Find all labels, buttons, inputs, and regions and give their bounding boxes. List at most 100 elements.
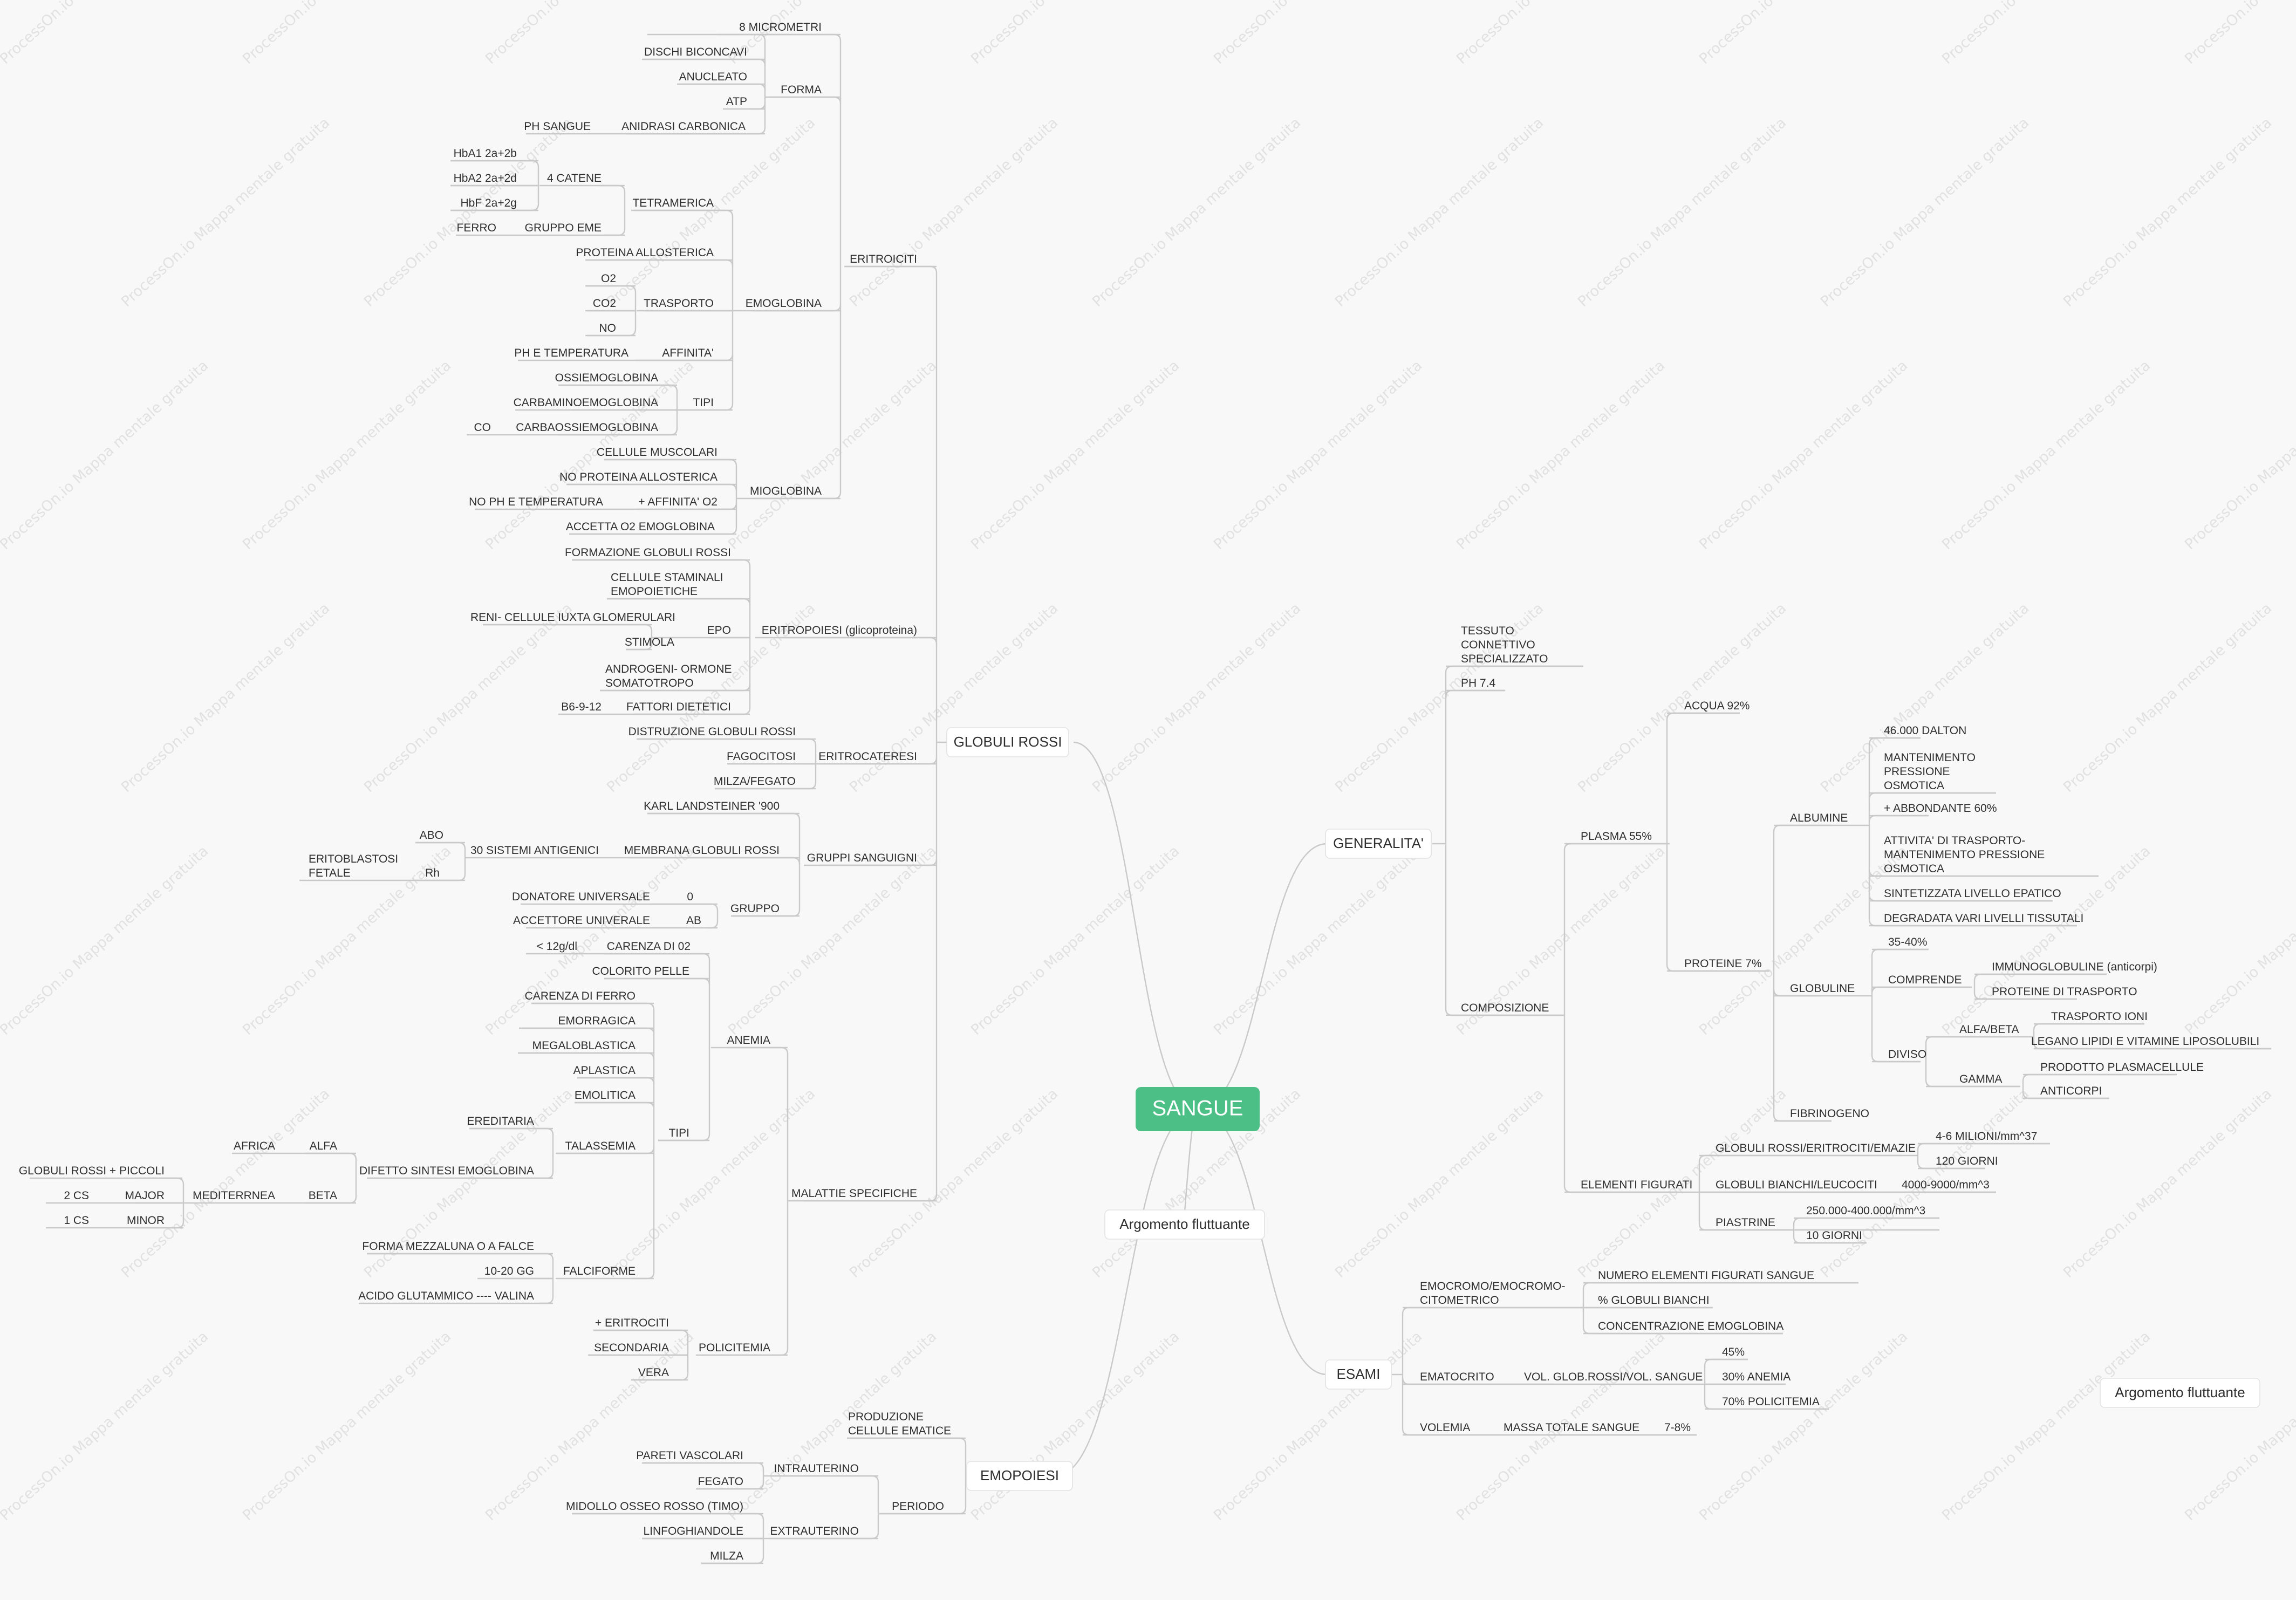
watermark-text: ProcessOn.io Mappa mentale gratuita bbox=[1939, 1328, 2154, 1524]
floating-topic-2-box[interactable] bbox=[2100, 1378, 2260, 1408]
watermark-text: ProcessOn.io Mappa mentale gratuita bbox=[2060, 114, 2275, 310]
node-eritropoiesi-glicoproteina: ERITROPOIESI (glicoproteina) bbox=[762, 624, 917, 637]
watermark-text: ProcessOn.io Mappa mentale gratuita bbox=[968, 1328, 1183, 1524]
connector bbox=[135, 1177, 184, 1185]
connector bbox=[599, 184, 626, 193]
connector bbox=[1868, 815, 1929, 823]
node-donatore-universale: DONATORE UNIVERSALE bbox=[512, 891, 650, 903]
connector bbox=[847, 1437, 967, 1445]
main-topic-generalita-box[interactable] bbox=[1325, 829, 1432, 859]
connector bbox=[1793, 1217, 1939, 1225]
connector bbox=[780, 637, 938, 645]
watermark-text: ProcessOn.io Mappa mentale gratuita bbox=[0, 843, 211, 1038]
node-70-policitemia: 70% POLICITEMIA bbox=[1722, 1396, 1820, 1408]
node-layer: SANGUE GLOBULI ROSSI GENERALITA' Argomento … bbox=[19, 21, 2260, 1562]
node-produzione: PRODUZIONE bbox=[848, 1411, 924, 1423]
watermark-text: ProcessOn.io Mappa mentale gratuita bbox=[725, 0, 940, 67]
node-emorragica: EMORRAGICA bbox=[558, 1015, 636, 1027]
watermark-text: ProcessOn.io Mappa mentale gratuita bbox=[1817, 114, 2032, 310]
node-forma: FORMA bbox=[781, 84, 822, 96]
connector bbox=[707, 921, 719, 929]
node-ab: AB bbox=[686, 914, 701, 927]
node-1-cs: 1 CS bbox=[64, 1214, 89, 1227]
node-4000-9000-mm-3: 4000-9000/mm^3 bbox=[1902, 1179, 1990, 1191]
node-falciforme: FALCIFORME bbox=[563, 1265, 636, 1277]
node-androgeni-ormone: ANDROGENI- ORMONE bbox=[605, 663, 732, 675]
floating-topic-2[interactable]: Argomento fluttuante bbox=[2115, 1384, 2245, 1400]
node-no-proteina-allosterica: NO PROTEINA ALLOSTERICA bbox=[559, 471, 718, 483]
main-topic-globuli-rossi[interactable]: GLOBULI ROSSI bbox=[954, 734, 1062, 750]
node-globuli-bianchi: % GLOBULI BIANCHI bbox=[1598, 1294, 1710, 1307]
node-colorito-pelle: COLORITO PELLE bbox=[592, 965, 689, 977]
node-ossiemoglobina: OSSIEMOGLOBINA bbox=[555, 372, 658, 384]
node-dischi-biconcavi: DISCHI BICONCAVI bbox=[644, 46, 747, 58]
node-epo: EPO bbox=[707, 624, 731, 637]
watermark-text: ProcessOn.io Mappa mentale gratuita bbox=[1089, 600, 1304, 796]
main-topic-generalita[interactable]: GENERALITA' bbox=[1333, 835, 1424, 851]
node-osmotica: OSMOTICA bbox=[1884, 863, 1944, 875]
node-45: 45% bbox=[1722, 1346, 1745, 1358]
connector bbox=[604, 953, 710, 961]
root-node-title[interactable]: SANGUE bbox=[1152, 1097, 1243, 1120]
node-accetta-o2-emoglobina: ACCETTA O2 EMOGLOBINA bbox=[566, 521, 715, 533]
node-cellule-staminali: CELLULE STAMINALI bbox=[611, 571, 723, 584]
watermark-text: ProcessOn.io Mappa mentale gratuita bbox=[2182, 1328, 2296, 1524]
node-albumine: ALBUMINE bbox=[1790, 812, 1848, 824]
connector bbox=[769, 96, 842, 104]
main-topic-emopoiesi[interactable]: EMOPOIESI bbox=[980, 1467, 1059, 1483]
watermark-text: ProcessOn.io Mappa mentale gratuita bbox=[118, 114, 333, 310]
watermark-text: ProcessOn.io Mappa mentale gratuita bbox=[361, 600, 576, 796]
node-milza: MILZA bbox=[710, 1550, 743, 1562]
node-120-giorni: 120 GIORNI bbox=[1936, 1155, 1998, 1167]
node-proteine-7: PROTEINE 7% bbox=[1684, 958, 1762, 970]
connector bbox=[642, 58, 766, 66]
node-pareti-vascolari: PARETI VASCOLARI bbox=[636, 1449, 743, 1462]
watermark-text: ProcessOn.io Mappa mentale gratuita bbox=[240, 0, 454, 67]
node-minor: MINOR bbox=[127, 1214, 165, 1227]
node-trasporto: TRASPORTO bbox=[644, 297, 714, 310]
node-fibrinogeno: FIBRINOGENO bbox=[1790, 1107, 1869, 1120]
node-30-anemia: 30% ANEMIA bbox=[1722, 1371, 1791, 1383]
main-topic-emopoiesi-box[interactable] bbox=[966, 1461, 1073, 1491]
node-8-micrometri: 8 MICROMETRI bbox=[739, 21, 822, 33]
node-anemia: ANEMIA bbox=[727, 1034, 770, 1047]
watermark-text: ProcessOn.io Mappa mentale gratuita bbox=[240, 357, 454, 553]
watermark-text: ProcessOn.io Mappa mentale gratuita bbox=[0, 0, 211, 67]
watermark-text: ProcessOn.io Mappa mentale gratuita bbox=[2182, 843, 2296, 1038]
node-policitemia: POLICITEMIA bbox=[699, 1342, 770, 1354]
root-node-box[interactable] bbox=[1136, 1087, 1260, 1131]
node-gruppo-eme: GRUPPO EME bbox=[525, 222, 602, 234]
connector bbox=[2033, 1023, 2144, 1031]
main-topic-esami-box[interactable] bbox=[1325, 1359, 1392, 1390]
node-malattie-specifiche: MALATTIE SPECIFICHE bbox=[791, 1187, 917, 1200]
watermark-text: ProcessOn.io Mappa mentale gratuita bbox=[2060, 600, 2275, 796]
watermark-text: ProcessOn.io Mappa mentale gratuita bbox=[1211, 1328, 1425, 1524]
node-anticorpi: ANTICORPI bbox=[2040, 1085, 2102, 1097]
node-immunoglobuline-anticorpi: IMMUNOGLOBULINE (anticorpi) bbox=[1992, 961, 2157, 973]
main-topic-esami[interactable]: ESAMI bbox=[1337, 1366, 1381, 1382]
connector bbox=[647, 812, 801, 820]
node-prodotto-plasmacellule: PRODOTTO PLASMACELLULE bbox=[2040, 1061, 2204, 1073]
connector bbox=[650, 903, 719, 911]
connector bbox=[642, 1462, 764, 1470]
main-topic-globuli-rossi-box[interactable] bbox=[946, 727, 1069, 757]
node-co2: CO2 bbox=[593, 297, 616, 310]
watermark-text: ProcessOn.io Mappa mentale gratuita bbox=[118, 600, 333, 796]
connector bbox=[593, 1329, 689, 1337]
connector-layer bbox=[30, 33, 2271, 1564]
watermark-text: ProcessOn.io Mappa mentale gratuita bbox=[240, 1328, 454, 1524]
connector bbox=[1925, 1036, 2007, 1044]
node-midollo-osseo-rosso-timo: MIDOLLO OSSEO ROSSO (TIMO) bbox=[566, 1500, 743, 1513]
floating-topic[interactable]: Argomento fluttuante bbox=[1119, 1216, 1249, 1232]
watermark-text: ProcessOn.io Mappa mentale gratuita bbox=[2060, 1085, 2275, 1281]
node-o2: O2 bbox=[601, 272, 616, 285]
node-carbaminoemoglobina: CARBAMINOEMOGLOBINA bbox=[514, 396, 658, 409]
floating-topic-box[interactable] bbox=[1104, 1209, 1265, 1240]
node-gamma: GAMMA bbox=[1959, 1073, 2002, 1085]
node-eritoblastosi: ERITOBLASTOSI bbox=[309, 853, 398, 865]
node-mantenimento: MANTENIMENTO bbox=[1884, 751, 1976, 764]
node-abo: ABO bbox=[420, 829, 443, 842]
node-formazione-globuli-rossi: FORMAZIONE GLOBULI ROSSI bbox=[565, 546, 731, 559]
watermark-text: ProcessOn.io Mappa mentale gratuita bbox=[1696, 357, 1911, 553]
node-emocromo-emocromo: EMOCROMO/EMOCROMO- bbox=[1420, 1280, 1565, 1293]
